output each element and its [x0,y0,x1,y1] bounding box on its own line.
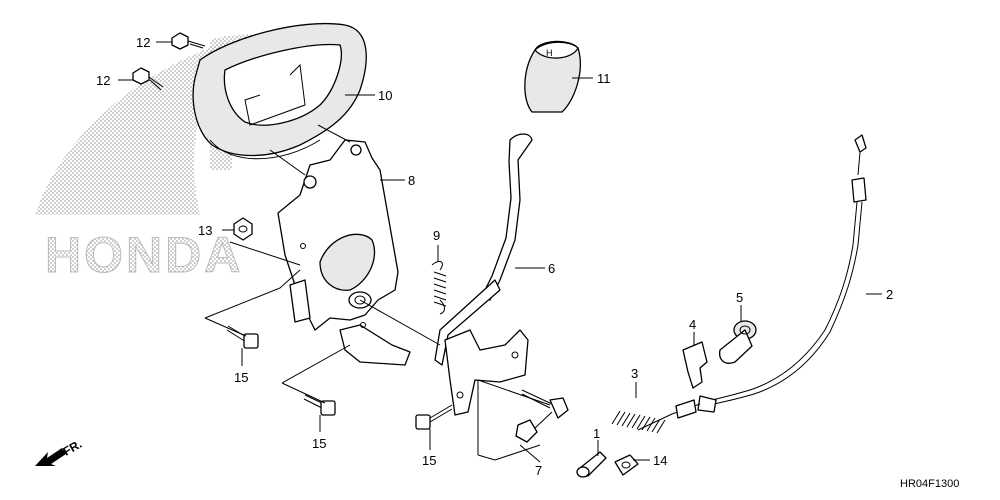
honda-logo-text: HONDA [45,227,243,283]
callout-15c: 15 [422,453,436,468]
part-8-bracket [277,139,411,366]
part-14-clip [614,454,639,476]
part-11-knob: H [524,40,581,113]
callout-3: 3 [631,366,638,381]
callout-12b: 12 [96,73,110,88]
part-15-bolt-b [303,394,336,416]
part-9-spring [431,260,447,315]
callout-1: 1 [593,426,600,441]
part-5-grommet [719,320,757,364]
callout-12a: 12 [136,35,150,50]
part-4-clip [682,341,708,389]
part-1-pin [576,451,607,478]
svg-text:H: H [546,48,553,58]
callout-6: 6 [548,261,555,276]
callout-9: 9 [433,228,440,243]
callout-5: 5 [736,290,743,305]
part-7-ball-joint [515,389,569,443]
part-3-spring [611,410,666,434]
callout-4: 4 [689,317,696,332]
leader-lines [118,41,882,463]
arrow-icon [35,448,66,466]
callout-11: 11 [597,71,611,86]
callouts: 12 12 10 11 8 13 9 6 2 5 4 3 1 14 15 15 … [96,35,893,478]
part-15-bolt-c [415,404,453,430]
part-2-cable [637,134,867,431]
part-10-cover [192,22,367,160]
callout-7: 7 [535,463,542,478]
direction-label: FR. [61,437,85,459]
part-15-bolt-a [226,325,259,349]
callout-2: 2 [886,287,893,302]
callout-15b: 15 [312,436,326,451]
part-12-bolt-a [171,32,206,50]
callout-15a: 15 [234,370,248,385]
diagram-code: HR04F1300 [900,478,959,490]
callout-13: 13 [198,223,212,238]
part-6-lever [434,133,533,416]
callout-8: 8 [408,173,415,188]
callout-14: 14 [653,453,667,468]
callout-10: 10 [378,88,392,103]
part-13-nut [233,217,253,241]
front-direction-indicator: FR. [35,437,84,466]
honda-wing-logo: HONDA [35,34,290,284]
